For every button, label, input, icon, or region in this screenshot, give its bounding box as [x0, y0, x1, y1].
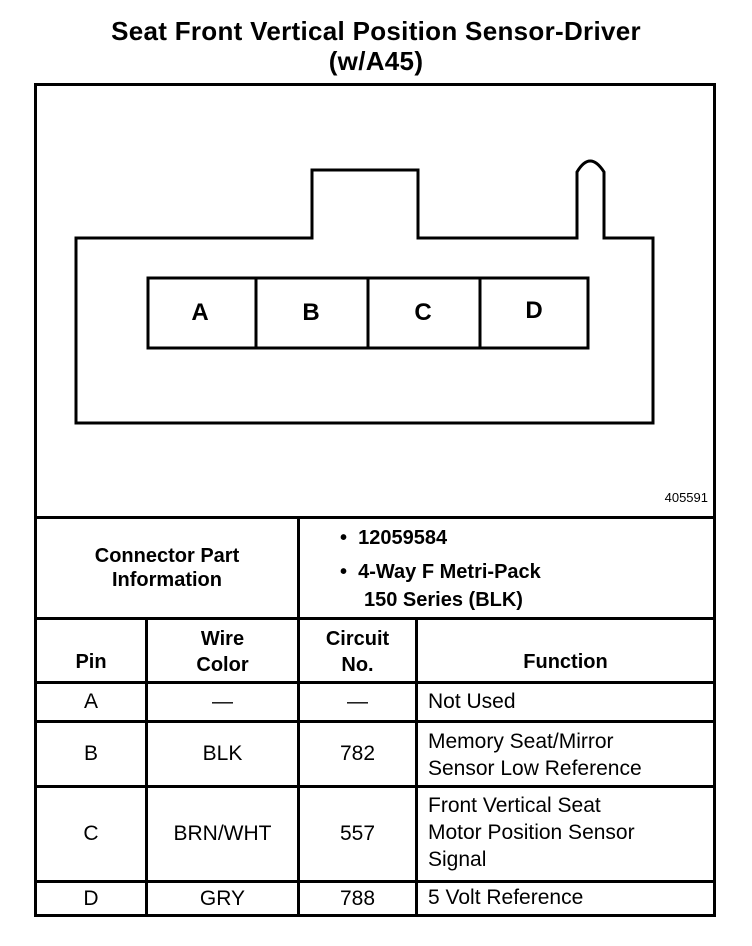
row-a-function: Not Used: [428, 690, 516, 713]
header-wire-color-line2: Color: [196, 654, 249, 676]
row-a-circuit: —: [347, 690, 368, 713]
divider-col-wire: [297, 617, 300, 917]
header-circuit-no: Circuit No.: [300, 626, 415, 678]
pin-label-d: D: [525, 297, 542, 324]
row-d-function: 5 Volt Reference: [428, 886, 584, 909]
row-b-function-line1: Memory Seat/Mirror: [428, 730, 614, 753]
connector-info-bullet-2: • 4-Way F Metri-Pack: [340, 561, 541, 583]
row-c-pin: C: [83, 822, 99, 845]
connector-type: 4-Way F Metri-Pack: [358, 561, 541, 583]
connector-series: 150 Series (BLK): [364, 589, 523, 611]
pin-label-a: A: [191, 299, 208, 326]
row-b-wire: BLK: [202, 742, 243, 765]
row-c-function-line1: Front Vertical Seat: [428, 794, 601, 817]
row-d-wire: GRY: [199, 886, 246, 910]
row-c-function: Front Vertical Seat Motor Position Senso…: [428, 792, 635, 873]
connector-info-label-line2: Information: [112, 569, 222, 591]
row-c-wire: BRN/WHT: [173, 822, 272, 845]
divider-diagram-bottom: [34, 516, 716, 519]
divider-row-a: [34, 720, 716, 723]
header-pin: Pin: [75, 651, 107, 673]
divider-col-pin: [145, 617, 148, 917]
connector-part-number: 12059584: [358, 527, 448, 549]
row-c-circuit: 557: [339, 822, 376, 845]
row-d-pin: D: [83, 886, 99, 910]
divider-connector-info: [34, 617, 716, 620]
diagram-part-code: 405591: [664, 490, 708, 505]
pin-label-b: B: [302, 299, 319, 326]
page-subtitle: (w/A45): [328, 46, 424, 76]
header-wire-color-line1: Wire: [200, 628, 245, 650]
pin-label-c: C: [414, 299, 431, 326]
header-function: Function: [523, 651, 608, 673]
page-title: Seat Front Vertical Position Sensor-Driv…: [111, 16, 641, 46]
row-d-circuit: 788: [339, 886, 376, 910]
divider-row-b: [34, 785, 716, 788]
connector-info-bullet-1: • 12059584: [340, 527, 448, 549]
connector-body: [74, 159, 655, 425]
row-a-pin: A: [83, 690, 98, 713]
row-b-pin: B: [83, 742, 98, 765]
divider-col-circuit: [415, 617, 418, 917]
divider-header: [34, 681, 716, 684]
row-b-function: Memory Seat/Mirror Sensor Low Reference: [428, 728, 642, 782]
header-wire-color: Wire Color: [148, 626, 297, 678]
row-c-function-line3: Signal: [428, 848, 487, 871]
header-circuit-line2: No.: [341, 654, 374, 676]
row-b-circuit: 782: [339, 742, 376, 765]
divider-connector-vertical: [297, 516, 300, 619]
connector-info-label: Connector Part Information: [37, 519, 297, 617]
row-c-function-line2: Motor Position Sensor: [428, 821, 635, 844]
pin-cavity-d: [478, 276, 590, 350]
row-b-function-line2: Sensor Low Reference: [428, 757, 642, 780]
connector-info-label-line1: Connector Part: [94, 545, 240, 567]
divider-row-c: [34, 880, 716, 883]
row-a-wire: —: [212, 690, 233, 713]
header-circuit-line1: Circuit: [325, 628, 390, 650]
outer-frame: [34, 83, 716, 917]
